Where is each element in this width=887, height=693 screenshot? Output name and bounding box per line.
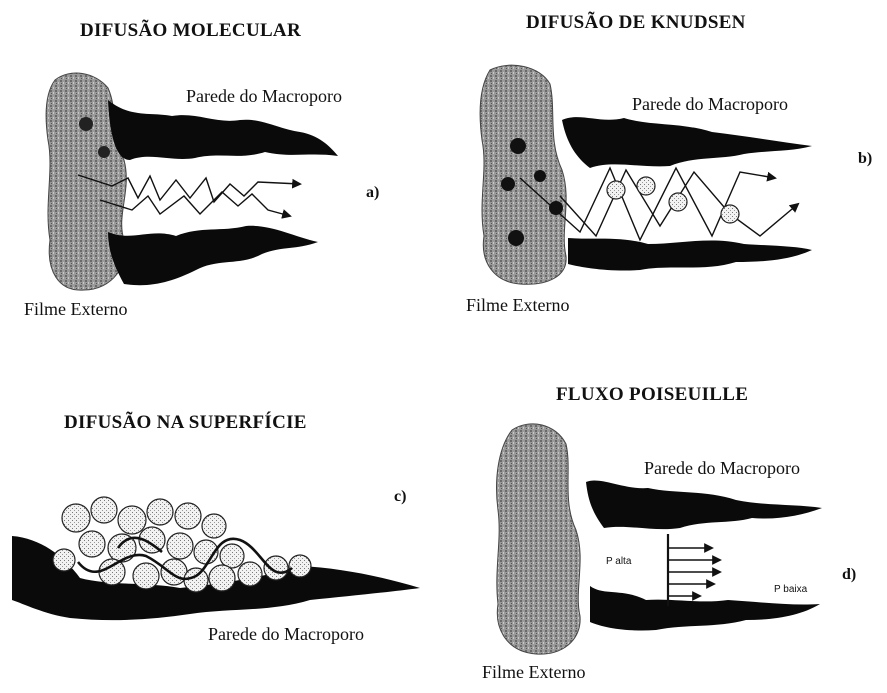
title-poiseuille-flow: FLUXO POISEUILLE	[556, 384, 748, 406]
panel-tag-d: d)	[842, 566, 856, 584]
external-film-b	[480, 65, 566, 284]
adsorbed-particle	[220, 544, 244, 568]
title-knudsen-diffusion: DIFUSÃO DE KNUDSEN	[526, 12, 746, 34]
macropore-wall-top-b	[562, 117, 812, 168]
macropore-wall-top-a	[108, 100, 338, 160]
knudsen-molecule	[669, 193, 687, 211]
label-macropore-wall-a: Parede do Macroporo	[186, 86, 342, 107]
panel-tag-c: c)	[394, 488, 406, 506]
macropore-wall-bottom-b	[568, 238, 812, 271]
panel-tag-b: b)	[858, 150, 872, 168]
label-external-film-a: Filme Externo	[24, 299, 127, 320]
adsorbed-particle	[238, 562, 262, 586]
adsorbed-particle	[209, 565, 235, 591]
molecule-dot	[549, 201, 563, 215]
adsorbed-particle	[79, 531, 105, 557]
label-macropore-wall-d: Parede do Macroporo	[644, 458, 800, 479]
adsorbed-particle	[289, 555, 311, 577]
label-macropore-wall-b: Parede do Macroporo	[632, 94, 788, 115]
knudsen-molecule	[637, 177, 655, 195]
adsorbed-particle	[167, 533, 193, 559]
adsorbed-particle	[99, 559, 125, 585]
title-molecular-diffusion: DIFUSÃO MOLECULAR	[80, 20, 301, 42]
molecule-dot	[79, 117, 93, 131]
adsorbed-particle	[53, 549, 75, 571]
molecule-dot	[508, 230, 524, 246]
molecule-dot	[510, 138, 526, 154]
title-surface-diffusion: DIFUSÃO NA SUPERFÍCIE	[64, 412, 307, 434]
molecule-dot	[98, 146, 110, 158]
molecular-zigzag-path-2	[100, 192, 290, 216]
external-film-d	[497, 424, 581, 654]
molecule-dot	[501, 177, 515, 191]
label-external-film-b: Filme Externo	[466, 295, 569, 316]
adsorbed-particle	[118, 506, 146, 534]
label-macropore-wall-c: Parede do Macroporo	[208, 624, 364, 645]
molecule-dot	[534, 170, 546, 182]
macropore-wall-bottom-a	[108, 226, 318, 285]
label-external-film-d: Filme Externo	[482, 662, 585, 683]
label-pressure-high: P alta	[606, 556, 631, 567]
macropore-wall-top-d	[586, 480, 822, 529]
adsorbed-particle	[264, 556, 288, 580]
adsorbed-particle	[147, 499, 173, 525]
adsorbed-particle	[202, 514, 226, 538]
adsorbed-particle	[91, 497, 117, 523]
panel-tag-a: a)	[366, 184, 379, 202]
knudsen-molecule	[607, 181, 625, 199]
adsorbed-particle	[62, 504, 90, 532]
adsorbed-particle	[161, 559, 187, 585]
label-pressure-low: P baixa	[774, 584, 807, 595]
adsorbed-particle	[133, 563, 159, 589]
knudsen-molecule	[721, 205, 739, 223]
adsorbed-particle	[175, 503, 201, 529]
panel-c	[12, 497, 420, 620]
